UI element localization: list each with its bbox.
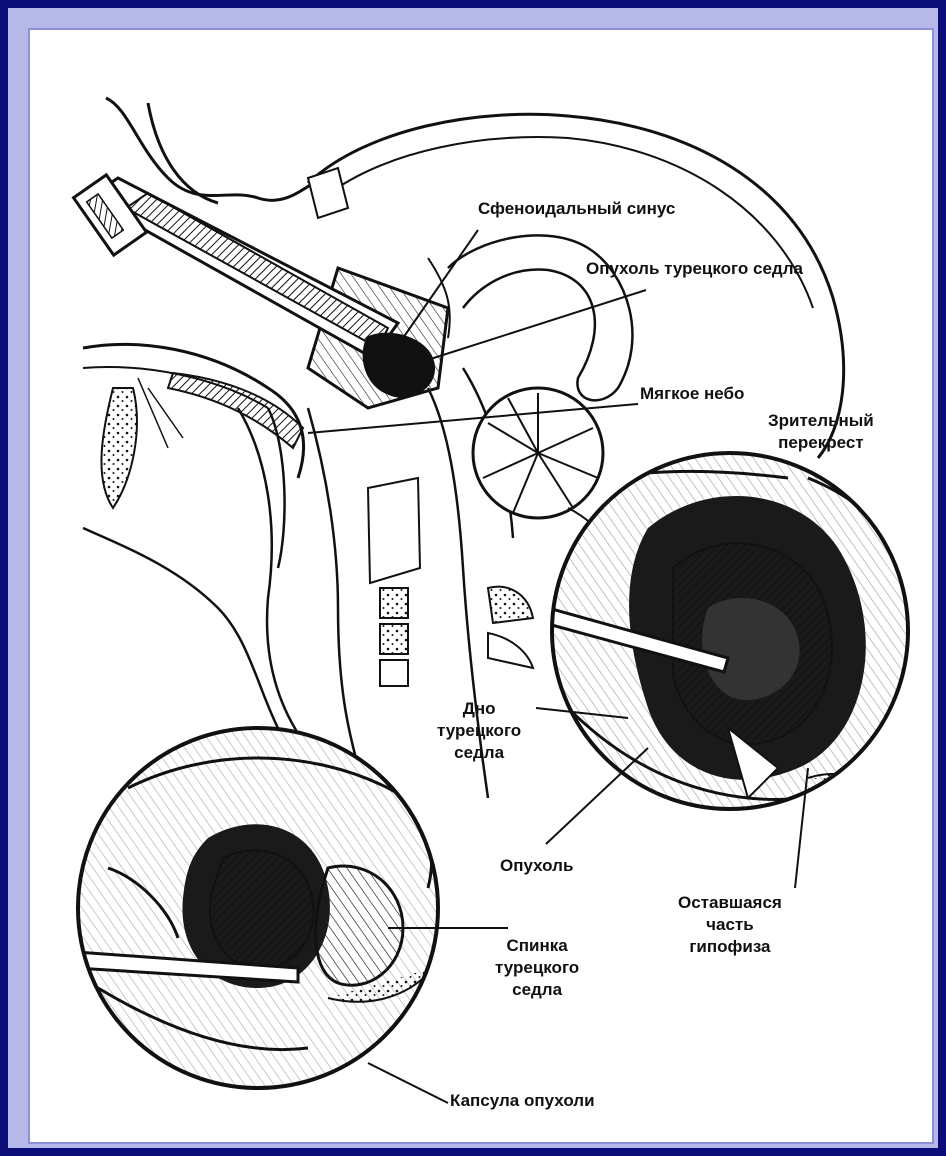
label-remaining-pituitary-line1: Оставшаяся <box>678 892 782 914</box>
label-optic-chiasm: Зрительный перекрест <box>768 410 874 454</box>
label-remaining-pituitary-line3: гипофиза <box>678 936 782 958</box>
label-dorsum-sellae-line1: Спинка <box>495 935 579 957</box>
label-tumor: Опухоль <box>500 855 573 877</box>
label-dorsum-sellae: Спинка турецкого седла <box>495 935 579 1001</box>
endoscope-tube <box>74 175 398 358</box>
illustration-paper: Сфеноидальный синус Опухоль турецкого се… <box>30 30 932 1142</box>
anatomy-illustration <box>30 30 932 1142</box>
label-soft-palate: Мягкое небо <box>640 383 744 405</box>
label-sella-tumor: Опухоль турецкого седла <box>586 258 803 280</box>
label-sella-floor-line3: седла <box>437 742 521 764</box>
label-sella-floor: Дно турецкого седла <box>437 698 521 764</box>
label-sphenoid-sinus: Сфеноидальный синус <box>478 198 675 220</box>
label-optic-chiasm-line1: Зрительный <box>768 410 874 432</box>
cerebellum-icon <box>473 388 603 518</box>
label-sella-floor-line1: Дно <box>437 698 521 720</box>
label-remaining-pituitary-line2: часть <box>678 914 782 936</box>
label-remaining-pituitary: Оставшаяся часть гипофиза <box>678 892 782 958</box>
label-dorsum-sellae-line2: турецкого <box>495 957 579 979</box>
label-sella-floor-line2: турецкого <box>437 720 521 742</box>
label-tumor-capsule: Капсула опухоли <box>450 1090 595 1112</box>
label-dorsum-sellae-line3: седла <box>495 979 579 1001</box>
label-optic-chiasm-line2: перекрест <box>768 432 874 454</box>
